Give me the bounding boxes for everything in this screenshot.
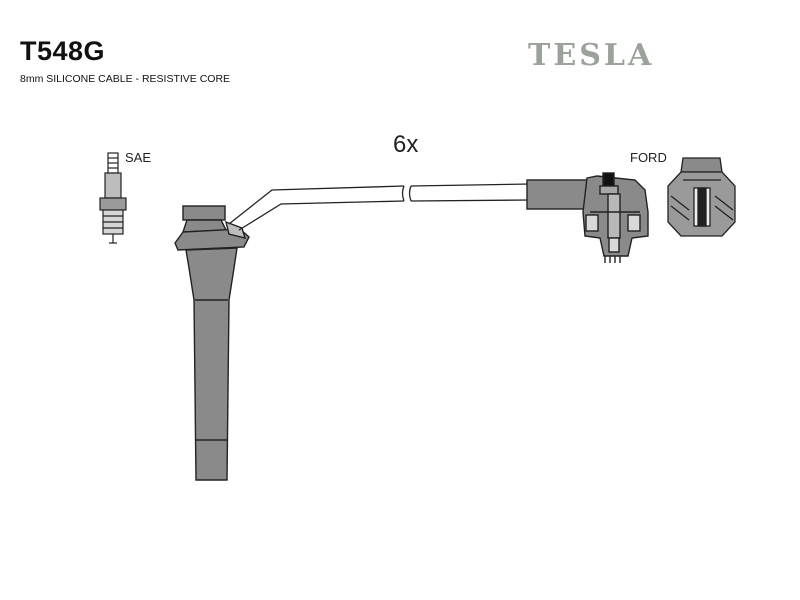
ford-label: FORD — [630, 150, 667, 165]
coil-connector-boot — [526, 172, 649, 263]
sae-label: SAE — [125, 150, 152, 165]
cable-description: 8mm SILICONE CABLE - RESISTIVE CORE — [20, 73, 231, 85]
spark-plug-boot — [174, 205, 250, 481]
part-number: T548G — [20, 36, 106, 66]
ignition-cable — [228, 183, 531, 231]
brand-logo: TESLA — [528, 38, 655, 73]
spark-plug-icon — [99, 152, 127, 244]
quantity-label: 6x — [393, 131, 419, 158]
coil-terminal-icon — [667, 157, 736, 237]
